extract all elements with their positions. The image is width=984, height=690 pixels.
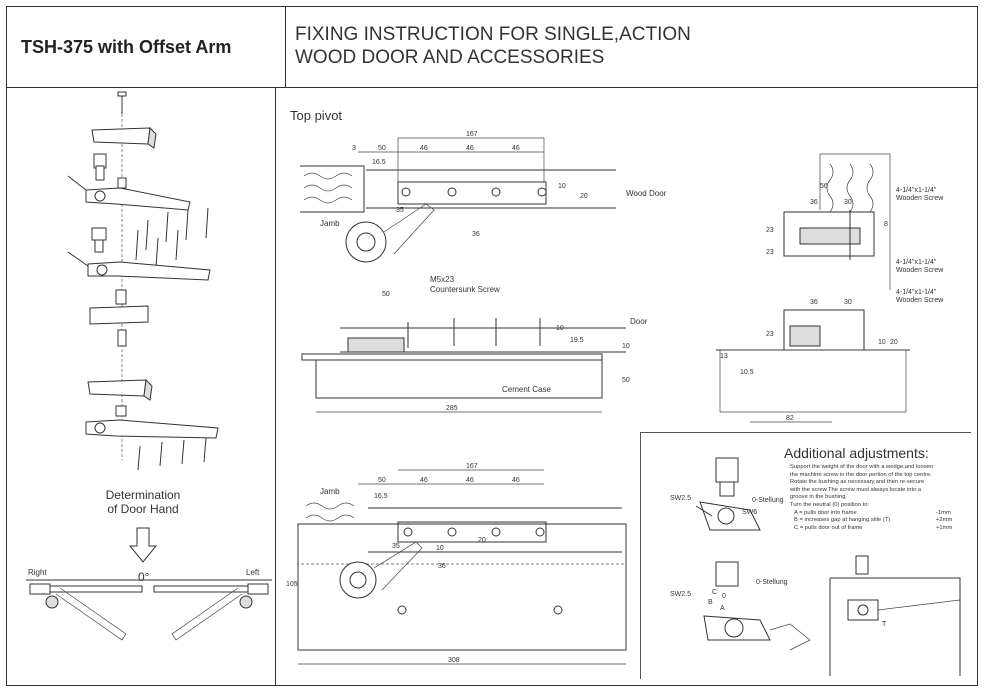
adjustments-title: Additional adjustments: [784,445,929,461]
svg-text:20: 20 [580,193,588,200]
wood-door-label: Wood Door [626,189,667,198]
svg-text:0: 0 [722,593,726,600]
svg-text:30: 30 [844,299,852,306]
svg-text:105: 105 [286,581,298,588]
adjust-item-a: A = pulls door into frame -1mm [794,509,951,516]
door-label: Door [630,317,648,326]
exploded-parts-diagram [67,91,219,471]
svg-text:20: 20 [890,339,898,346]
jamb-label: Jamb [320,219,340,228]
bottom-pivot-drawing: 167 50 46 46 46 Jamb 16.5 35 10 20 36 10… [286,463,627,665]
svg-text:10: 10 [878,339,886,346]
svg-text:36: 36 [810,199,818,206]
svg-text:46: 46 [512,145,520,152]
svg-text:50: 50 [382,291,390,298]
svg-text:82: 82 [786,415,794,422]
svg-text:T: T [882,621,887,628]
svg-text:0-Stellung: 0-Stellung [752,497,784,504]
svg-text:10: 10 [558,183,566,190]
svg-text:36: 36 [438,563,446,570]
svg-text:Wooden Screw: Wooden Screw [896,267,944,274]
svg-text:B: B [708,599,713,606]
dim-308: 308 [448,657,460,664]
svg-text:10: 10 [436,545,444,552]
svg-text:46: 46 [512,477,520,484]
svg-text:3: 3 [352,145,356,152]
svg-text:M5x23: M5x23 [430,275,455,284]
adjust-item-c: C = pulls door out of frame +1mm [794,524,953,531]
svg-text:4-1/4"x1-1/4": 4-1/4"x1-1/4" [896,187,937,194]
svg-text:167: 167 [466,463,478,470]
door-hand-zero: 0° [138,570,150,584]
svg-text:46: 46 [420,145,428,152]
top-pivot-drawing: 167 3 50 46 46 46 16.5 Wood Door 10 20 3… [300,131,667,413]
svg-text:16.5: 16.5 [372,159,386,166]
svg-text:4-1/4"x1-1/4": 4-1/4"x1-1/4" [896,289,937,296]
svg-text:46: 46 [466,477,474,484]
adjustments-text: Support the weight of the door with a we… [790,464,970,532]
svg-text:Wooden Screw: Wooden Screw [896,195,944,202]
svg-text:10.5: 10.5 [740,369,754,376]
svg-text:36: 36 [472,231,480,238]
svg-text:23: 23 [766,249,774,256]
door-hand-right: Right [28,568,47,577]
svg-text:0-Stellung: 0-Stellung [756,579,788,586]
instruction-sheet: TSH-375 with Offset Arm FIXING INSTRUCTI… [6,6,978,686]
svg-text:19.5: 19.5 [570,337,584,344]
model-name: TSH-375 with Offset Arm [21,37,232,57]
svg-text:50: 50 [622,377,630,384]
adjust-item-b: B = increases gap at hanging stile (T) +… [794,517,953,524]
top-pivot-title: Top pivot [290,108,343,123]
additional-adjustments-panel [640,432,971,679]
door-hand-left: Left [246,568,260,577]
dim-167: 167 [466,131,478,138]
svg-text:8: 8 [884,221,888,228]
svg-text:50: 50 [378,145,386,152]
svg-text:10: 10 [556,325,564,332]
svg-text:SW2.5: SW2.5 [670,591,691,598]
svg-text:C: C [712,589,717,596]
svg-text:SW2.5: SW2.5 [670,495,691,502]
document-title: FIXING INSTRUCTION FOR SINGLE,ACTION WOO… [295,24,691,68]
svg-text:Countersunk Screw: Countersunk Screw [430,285,500,294]
svg-text:Wooden Screw: Wooden Screw [896,297,944,304]
svg-text:23: 23 [766,331,774,338]
svg-text:4-1/4"x1-1/4": 4-1/4"x1-1/4" [896,259,937,266]
header-divider [285,7,286,87]
svg-text:56: 56 [820,183,828,190]
side-section-view: 56 36 30 4-1/4"x1-1/4" Wooden Screw 8 23… [716,153,944,423]
header: TSH-375 with Offset Arm FIXING INSTRUCTI… [7,7,977,88]
svg-text:SW6: SW6 [742,509,757,516]
adjustment-diagram: SW2.5 0-Stellung SW6 0-Stellung SW2.5 C … [670,457,961,676]
svg-text:46: 46 [420,477,428,484]
svg-text:A: A [720,605,725,612]
svg-text:16.5: 16.5 [374,493,388,500]
svg-text:36: 36 [810,299,818,306]
svg-text:50: 50 [378,477,386,484]
svg-text:35: 35 [396,207,404,214]
svg-text:46: 46 [466,145,474,152]
jamb-label-bottom: Jamb [320,487,340,496]
cement-case-label: Cement Case [502,385,551,394]
svg-text:13: 13 [720,353,728,360]
svg-text:30: 30 [844,199,852,206]
svg-text:23: 23 [766,227,774,234]
svg-text:20: 20 [478,537,486,544]
door-hand-diagram [26,579,272,641]
svg-text:10: 10 [622,343,630,350]
exploded-view-column [7,87,276,685]
dim-285: 285 [446,405,458,412]
door-hand-label: Determination of Door Hand [105,488,181,516]
down-arrow-icon [128,527,158,563]
svg-text:35: 35 [392,543,400,550]
